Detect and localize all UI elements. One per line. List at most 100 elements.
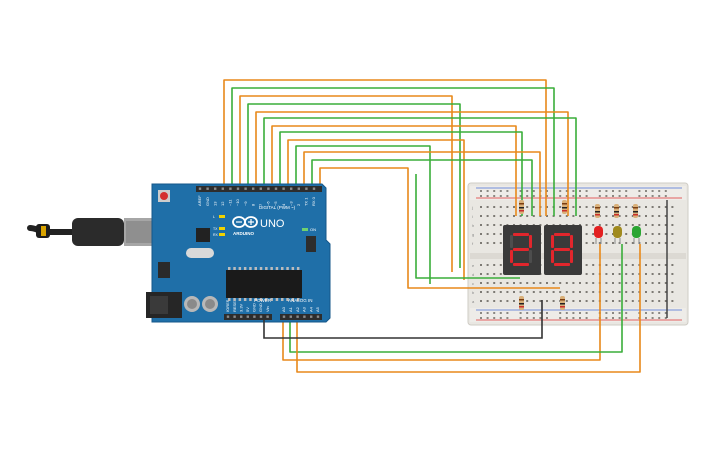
- icsp-header: [306, 236, 316, 252]
- segment-c: [570, 250, 573, 263]
- pin-label: GND: [205, 197, 210, 206]
- microcontroller-chip: [226, 270, 302, 298]
- row-letter: j: [471, 205, 473, 210]
- wire-4: [247, 103, 461, 268]
- row-letter: g: [472, 232, 474, 237]
- row-letter: b: [472, 290, 475, 295]
- brand-label: ARDUINO: [233, 231, 254, 236]
- pin-label: RX 0: [311, 196, 316, 206]
- pin-label: A2: [295, 306, 300, 312]
- seven-segment-display-1: [503, 225, 541, 275]
- pin-label: Vin: [265, 306, 270, 312]
- wire-16: [289, 244, 623, 353]
- model-label: UNO: [260, 218, 285, 230]
- ground-wire: [263, 300, 543, 339]
- wire-15: [282, 244, 601, 361]
- resistor-5: [633, 204, 638, 218]
- tx-label: TX: [213, 227, 218, 231]
- pin-label: AREF: [197, 195, 202, 206]
- pin-label: A1: [288, 306, 293, 312]
- wire-10: [295, 145, 431, 284]
- wire-9: [287, 139, 465, 280]
- voltage-regulator: [158, 262, 170, 278]
- row-letter: d: [472, 272, 474, 277]
- pin-label: RESET: [232, 298, 237, 312]
- pin-label: TX 1: [304, 197, 309, 206]
- pin-label: 7: [258, 203, 263, 206]
- pin-label: 5V: [245, 307, 250, 312]
- row-letter: f: [472, 241, 474, 246]
- resistor-3: [595, 204, 600, 218]
- analog-header: [280, 314, 322, 320]
- pin-label: ~10: [235, 198, 240, 206]
- led-yellow: [613, 226, 622, 244]
- analog-label: ANALOG IN: [288, 298, 313, 303]
- resistor-1: [519, 200, 524, 214]
- row-letter: i: [472, 214, 473, 219]
- row-letter: e: [472, 263, 475, 268]
- segment-e: [510, 250, 513, 263]
- segment-g: [554, 248, 570, 251]
- resistor-4: [614, 204, 619, 218]
- wire-14: [415, 174, 520, 279]
- wire-8: [279, 131, 523, 216]
- resistor-6: [519, 296, 524, 310]
- tx-led: [219, 227, 225, 230]
- pin-label: 8: [250, 203, 255, 206]
- wire-12: [311, 159, 533, 216]
- resistor-7: [560, 296, 565, 310]
- segment-f: [551, 235, 554, 248]
- resistors: [519, 200, 638, 310]
- digit-1: [551, 233, 573, 266]
- led-green: [632, 226, 641, 244]
- pin-label: ~11: [228, 199, 233, 206]
- usb-chip: [196, 228, 210, 242]
- arduino-logo: [232, 216, 258, 228]
- pin-label: 2: [296, 203, 301, 206]
- segment-f: [510, 235, 513, 248]
- wire-13: [319, 167, 560, 289]
- row-letter: a: [472, 299, 475, 304]
- wire-3: [239, 95, 453, 272]
- usb-cable: [27, 218, 154, 246]
- pin-label: A0: [281, 306, 286, 312]
- wire-1: [223, 79, 547, 216]
- pin-label: ~5: [273, 201, 278, 206]
- wire-17: [296, 244, 641, 373]
- l-label: L: [213, 215, 215, 219]
- on-label: ON: [310, 227, 316, 232]
- resistor-2: [562, 200, 567, 214]
- pin-label: 3.3V: [238, 303, 243, 312]
- l-led: [219, 215, 225, 218]
- segment-e: [551, 250, 554, 263]
- wire-6: [263, 117, 577, 216]
- rx-label: RX: [213, 233, 219, 237]
- segment-g: [513, 248, 529, 251]
- pin-label: A3: [302, 306, 307, 312]
- on-led: [302, 228, 308, 231]
- digital-header: [196, 186, 322, 192]
- segment-c: [529, 250, 532, 263]
- pin-label: 4: [281, 203, 286, 206]
- pin-label: GND: [258, 303, 263, 312]
- pin-label: 13: [212, 201, 217, 206]
- pin-label: A4: [308, 306, 313, 312]
- segment-a: [513, 233, 529, 236]
- rx-led: [219, 233, 225, 236]
- wire-7: [271, 125, 517, 216]
- crystal-oscillator: [186, 248, 214, 258]
- segment-b: [529, 235, 532, 248]
- wire-2: [231, 87, 555, 216]
- wire-5: [255, 111, 569, 216]
- pin-label: ~6: [266, 201, 271, 206]
- segment-d: [513, 263, 529, 266]
- segment-a: [554, 233, 570, 236]
- seven-segment-display-2: [544, 225, 582, 275]
- pin-label: ~3: [288, 201, 293, 206]
